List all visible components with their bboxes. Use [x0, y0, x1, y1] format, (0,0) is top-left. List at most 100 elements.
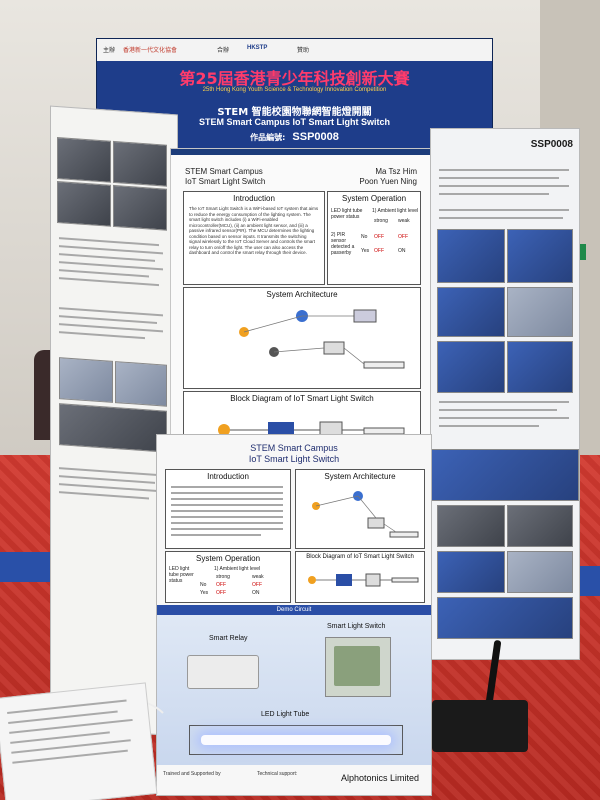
front-title-line2: IoT Smart Light Switch — [248, 454, 340, 464]
sysop-no-weak: OFF — [398, 234, 408, 240]
text-line — [439, 209, 569, 211]
text-line — [171, 510, 283, 512]
photo-ceremony-5 — [437, 597, 573, 639]
project-code: 作品編號: SSP0008 — [97, 131, 492, 143]
text-line — [171, 504, 283, 506]
sponsor-strip: 主辦 香港新一代文化協會 合辦 HKSTP 贊助 — [97, 39, 492, 61]
sysop-yes: Yes — [361, 248, 370, 254]
text-line — [171, 534, 261, 536]
photo-prototype-2 — [113, 140, 167, 187]
text-line — [59, 491, 149, 500]
text-line — [171, 516, 283, 518]
photo-prototype-3 — [57, 181, 111, 227]
text-line — [59, 253, 155, 262]
project-code-value: SSP0008 — [292, 131, 339, 143]
front-sysop-strong: strong — [216, 574, 230, 580]
photo-prototype-1 — [57, 137, 111, 183]
front-architecture-heading: System Architecture — [324, 472, 396, 481]
photo-testing-3 — [59, 403, 167, 453]
text-line — [59, 331, 145, 340]
system-architecture-box: System Architecture — [183, 287, 421, 389]
system-operation-box: System Operation LED light tube power st… — [327, 191, 421, 285]
photo-ceremony-1 — [437, 505, 505, 547]
front-sysop-ambient: 1) Ambient light level — [214, 566, 261, 572]
text-line — [439, 177, 559, 179]
photo-prototype-4 — [113, 184, 167, 231]
text-line — [439, 409, 557, 411]
system-architecture-heading: System Architecture — [266, 290, 338, 299]
project-code-label: 作品編號: — [250, 133, 286, 142]
text-line — [59, 323, 163, 333]
sponsor-support-label: 贊助 — [297, 48, 310, 54]
smart-relay-label: Smart Relay — [209, 635, 248, 642]
smart-light-switch-device — [325, 637, 391, 697]
smart-relay-device — [187, 655, 259, 689]
photo-ceremony-4 — [507, 551, 573, 593]
text-line — [12, 749, 128, 764]
competition-title-en: 25th Hong Kong Youth Science & Technolog… — [202, 87, 387, 93]
sysop-no: No — [361, 234, 368, 240]
photo-award-3 — [437, 287, 505, 337]
led-tube-frame — [189, 725, 403, 755]
text-line — [439, 185, 569, 187]
demo-circuit-area: Smart Relay Smart Light Switch LED Light… — [157, 615, 431, 765]
center-title-line1: STEM Smart Campus — [185, 167, 263, 176]
photo-award-6 — [507, 341, 573, 393]
text-line — [171, 486, 283, 488]
architecture-diagram — [239, 309, 405, 369]
document-paper — [0, 682, 158, 800]
text-line — [59, 475, 155, 484]
sponsor-hkstp: HKSTP — [247, 45, 268, 51]
project-title-cn: STEM 智能校園物聯網智能燈開關 — [217, 107, 372, 118]
photo-award-4 — [507, 287, 573, 337]
author-1: Ma Tsz Him — [375, 167, 417, 176]
front-system-operation-heading: System Operation — [195, 554, 261, 563]
front-block-diagram-heading: Block Diagram of IoT Smart Light Switch — [306, 554, 414, 560]
text-line — [59, 245, 163, 255]
competition-title: 第25屆香港青少年科技創新大賽 — [179, 69, 410, 88]
photo-award-2 — [507, 229, 573, 283]
text-line — [439, 217, 563, 219]
photo-award-5 — [437, 341, 505, 393]
sysop-pir: 2) PIR sensor detected a passerby — [331, 232, 355, 256]
text-line — [439, 193, 549, 195]
sponsor-label: 主辦 — [103, 48, 116, 54]
photo-award-1 — [437, 229, 505, 283]
wifi-router — [432, 700, 528, 752]
photo-testing-2 — [115, 361, 167, 407]
sponsor-co-label: 合辦 — [217, 48, 230, 54]
sysop-weak: weak — [398, 218, 410, 224]
system-operation-heading: System Operation — [341, 194, 407, 203]
sponsor-organizer: 香港新一代文化協會 — [123, 48, 178, 54]
footer-technical-support: Technical support: — [257, 771, 298, 777]
sysop-power-status: LED light tube power status — [331, 208, 363, 220]
sysop-no-strong: OFF — [374, 234, 384, 240]
front-sysop-power-status: LED light tube power status — [169, 566, 194, 584]
sysop-yes-strong: OFF — [374, 248, 384, 254]
text-line — [171, 492, 283, 494]
front-demo-poster: STEM Smart Campus IoT Smart Light Switch… — [156, 434, 432, 796]
footer-trained-by: Trained and Supported by — [163, 771, 221, 777]
photo-ceremony-banner — [431, 449, 579, 501]
demo-circuit-heading: Demo Circuit — [157, 605, 431, 615]
front-sysop-no-weak: OFF — [252, 582, 262, 588]
smart-light-switch-label: Smart Light Switch — [327, 623, 386, 630]
company-name: Alphotonics Limited — [340, 773, 419, 783]
front-sysop-no-strong: OFF — [216, 582, 226, 588]
sysop-ambient: 1) Ambient light level — [372, 208, 419, 214]
text-line — [439, 401, 569, 403]
author-2: Poon Yuen Ning — [359, 177, 417, 186]
circuit-board — [334, 646, 380, 686]
text-line — [59, 237, 159, 247]
block-diagram-heading: Block Diagram of IoT Smart Light Switch — [230, 394, 374, 403]
text-line — [171, 528, 283, 530]
text-line — [59, 269, 149, 278]
center-top-strip — [171, 149, 431, 155]
front-architecture-box: System Architecture — [295, 469, 425, 549]
project-title-en: STEM Smart Campus IoT Smart Light Switch — [198, 117, 391, 127]
text-line — [10, 731, 110, 744]
introduction-heading: Introduction — [233, 194, 275, 203]
text-line — [439, 417, 569, 419]
photo-testing-1 — [59, 357, 113, 403]
text-line — [439, 425, 539, 427]
